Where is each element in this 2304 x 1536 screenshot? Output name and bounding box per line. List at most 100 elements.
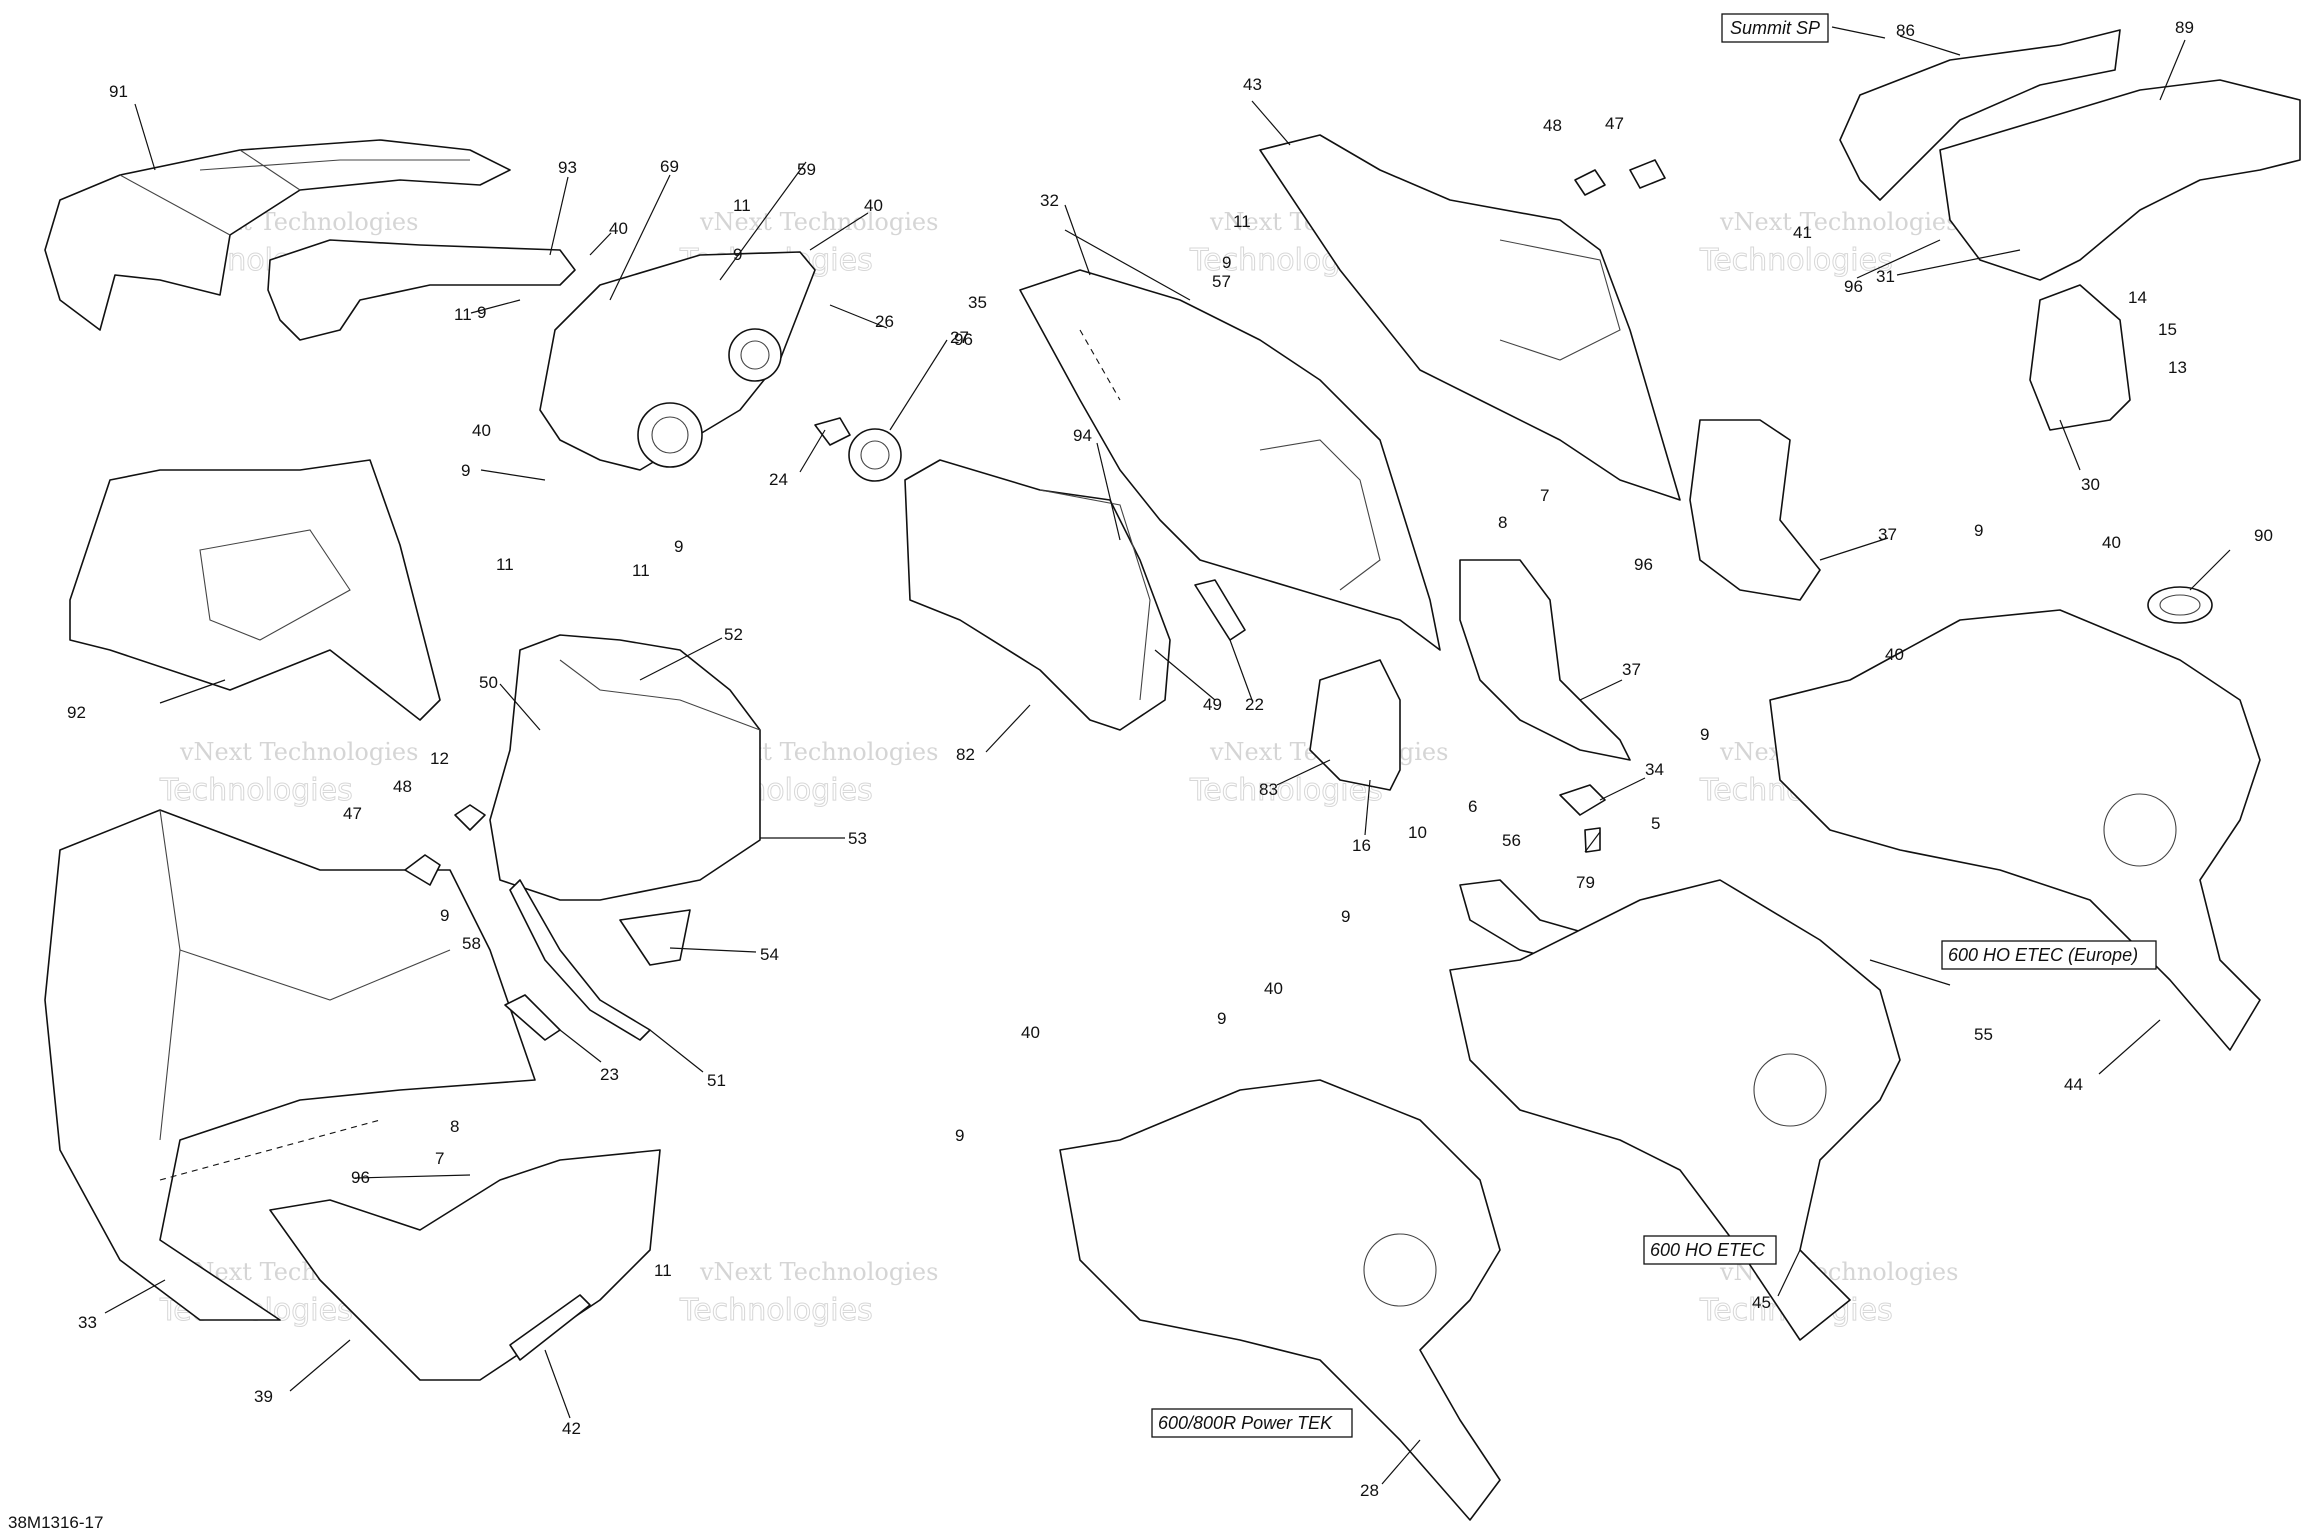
part-hinge-left [404, 804, 486, 886]
callout-57: 57 [1212, 272, 1231, 291]
part-upper-cowl [1019, 269, 1441, 651]
callout-96: 96 [1844, 277, 1863, 296]
part-windshield-top [44, 139, 511, 331]
watermark: vNext Technologies [699, 1258, 938, 1286]
callout-5: 5 [1651, 814, 1660, 833]
variant-labels: Summit SP 600 HO ETEC (Europe) 600 HO ET… [1151, 13, 2157, 1438]
part-gauge-support [69, 459, 441, 721]
callout-9: 9 [440, 906, 449, 925]
callout-34: 34 [1645, 760, 1664, 779]
part-trim-strip [267, 239, 576, 341]
callout-92: 92 [67, 703, 86, 722]
callout-11: 11 [454, 305, 472, 324]
variant-label-ho-etec: 600 HO ETEC [1650, 1240, 1766, 1260]
callout-40: 40 [1885, 645, 1904, 664]
callout-86: 86 [1896, 21, 1915, 40]
callout-59: 59 [797, 160, 816, 179]
callout-26: 26 [875, 312, 894, 331]
callout-45: 45 [1752, 1293, 1771, 1312]
callout-31: 31 [1876, 267, 1895, 286]
callout-54: 54 [760, 945, 779, 964]
part-mud-flap [2029, 284, 2131, 431]
callout-9: 9 [733, 245, 742, 264]
callout-9: 9 [1700, 725, 1709, 744]
callout-11: 11 [654, 1261, 672, 1280]
callout-8: 8 [1498, 513, 1507, 532]
part-windshield-panel [904, 459, 1171, 731]
watermark: vNext Technologies [1719, 208, 1958, 236]
callout-24: 24 [769, 470, 788, 489]
callout-40: 40 [864, 196, 883, 215]
callout-69: 69 [660, 157, 679, 176]
watermark: Technologies [159, 773, 353, 808]
callout-47: 47 [343, 804, 362, 823]
callouts: 91 93 69 59 40 11 9 40 11 9 26 27 40 24 … [67, 18, 2273, 1500]
variant-box-ho-etec [1643, 1235, 1777, 1265]
part-bracket-b [1459, 559, 1631, 761]
callout-56: 56 [1502, 831, 1521, 850]
variant-box-summit-sp [1721, 13, 1829, 43]
callout-96: 96 [351, 1168, 370, 1187]
callout-42: 42 [562, 1419, 581, 1438]
part-center-panel [489, 634, 761, 901]
callout-40: 40 [1264, 979, 1283, 998]
callout-30: 30 [2081, 475, 2100, 494]
drawing-number: 38M1316-17 [8, 1513, 103, 1532]
callout-48: 48 [1543, 116, 1562, 135]
callout-14: 14 [2128, 288, 2147, 307]
callout-50: 50 [479, 673, 498, 692]
callout-6: 6 [1468, 797, 1477, 816]
part-side-fairing [1939, 79, 2301, 281]
callout-91: 91 [109, 82, 128, 101]
callout-37: 37 [1622, 660, 1641, 679]
callout-12: 12 [430, 749, 449, 768]
variant-box-europe [1941, 940, 2157, 970]
callout-23: 23 [600, 1065, 619, 1084]
callout-47: 47 [1605, 114, 1624, 133]
callout-79: 79 [1576, 873, 1595, 892]
callout-22: 22 [1245, 695, 1264, 714]
callout-9: 9 [477, 303, 486, 322]
callout-40: 40 [472, 421, 491, 440]
part-lower-bracket [269, 1149, 661, 1381]
part-side-cowl [1259, 134, 1681, 501]
part-side-panel-left [44, 809, 536, 1321]
callout-9: 9 [674, 537, 683, 556]
callout-32: 32 [1040, 191, 1059, 210]
callout-11: 11 [733, 196, 751, 215]
callout-96: 96 [954, 330, 973, 349]
callout-58: 58 [462, 934, 481, 953]
watermark: vNext Technologies [179, 738, 418, 766]
callout-89: 89 [2175, 18, 2194, 37]
callout-9: 9 [461, 461, 470, 480]
part-console-600-ho-etec [1449, 879, 1901, 1341]
part-cap [848, 428, 902, 482]
callout-55: 55 [1974, 1025, 1993, 1044]
callout-51: 51 [707, 1071, 726, 1090]
callout-48: 48 [393, 777, 412, 796]
callout-16: 16 [1352, 836, 1371, 855]
callout-15: 15 [2158, 320, 2177, 339]
callout-11: 11 [632, 561, 650, 580]
callout-28: 28 [1360, 1481, 1379, 1500]
leader-lines [104, 26, 2231, 1485]
callout-53: 53 [848, 829, 867, 848]
part-latch [1559, 784, 1606, 853]
callout-83: 83 [1259, 780, 1278, 799]
callout-7: 7 [435, 1149, 444, 1168]
callout-13: 13 [2168, 358, 2187, 377]
callout-93: 93 [558, 158, 577, 177]
callout-27: 27 [950, 328, 969, 347]
callout-96: 96 [1634, 555, 1653, 574]
part-bracket-a [1689, 419, 1821, 601]
callout-40: 40 [2102, 533, 2121, 552]
callout-9: 9 [1222, 253, 1231, 272]
part-console-europe [1769, 609, 2261, 1051]
callout-41: 41 [1793, 223, 1812, 242]
callout-33: 33 [78, 1313, 97, 1332]
callout-44: 44 [2064, 1075, 2083, 1094]
part-grommet-ring [2147, 586, 2213, 624]
part-headlamp-housing [539, 251, 816, 471]
variant-label-europe: 600 HO ETEC (Europe) [1948, 945, 2138, 965]
